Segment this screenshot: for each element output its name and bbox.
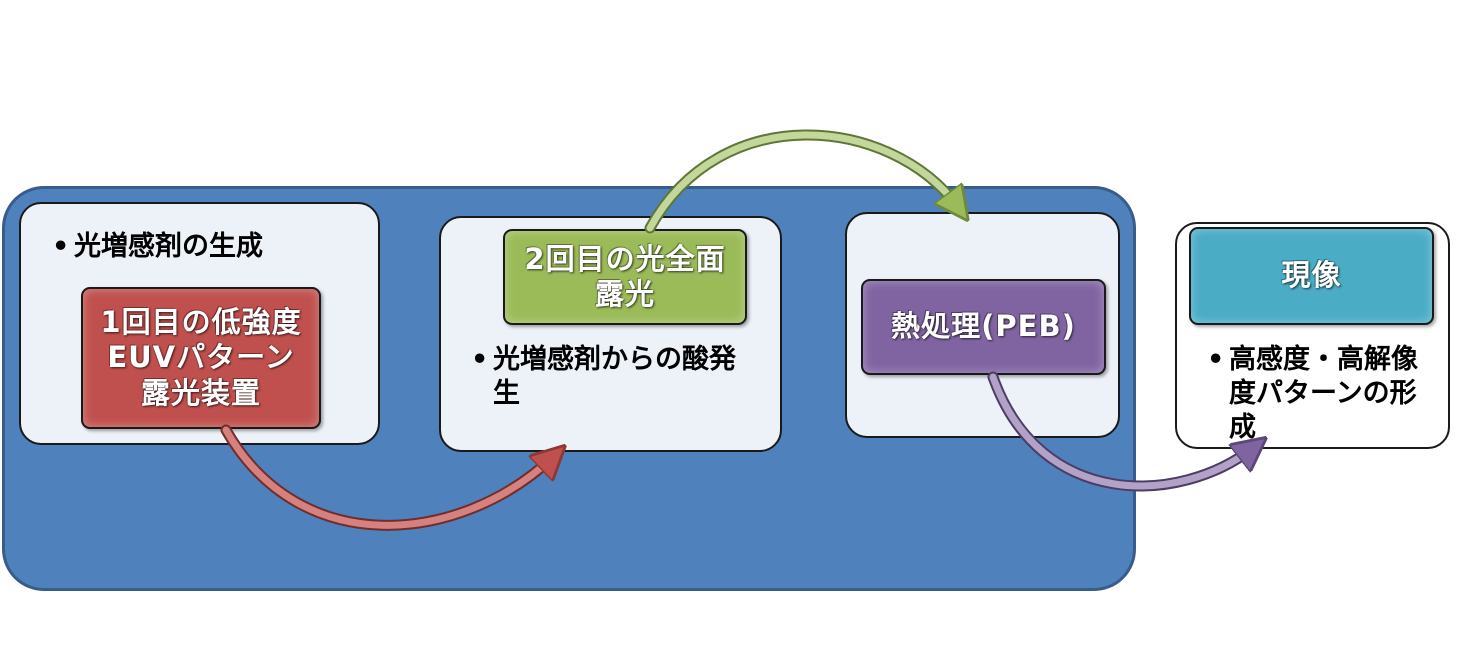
bullet-mark: • [1207,344,1225,375]
step-1-bullet-text: 光増感剤の生成 [74,231,263,262]
step-2-label: 2回目の光全面露光 [503,229,747,325]
step-4-bullet: • 高感度・高解像度パターンの形成 [1207,343,1437,444]
step-1-label-text: 1回目の低強度EUVパターン露光装置 [100,304,302,410]
step-2-bullet-text: 光増感剤からの酸発生 [493,344,736,409]
bullet-mark: • [52,231,70,262]
step-4-label: 現像 [1189,227,1434,325]
step-4-label-text: 現像 [1281,258,1342,293]
step-4-bullet-text: 高感度・高解像度パターンの形成 [1229,344,1418,443]
step-2-label-text: 2回目の光全面露光 [524,241,726,311]
step-1-label: 1回目の低強度EUVパターン露光装置 [81,287,321,429]
step-3-label: 熱処理(PEB) [861,279,1106,375]
step-2-bullet: • 光増感剤からの酸発生 [471,343,741,411]
bullet-mark: • [471,344,489,375]
step-1-bullet: • 光増感剤の生成 [52,230,372,264]
step-3-label-text: 熱処理(PEB) [891,309,1076,344]
